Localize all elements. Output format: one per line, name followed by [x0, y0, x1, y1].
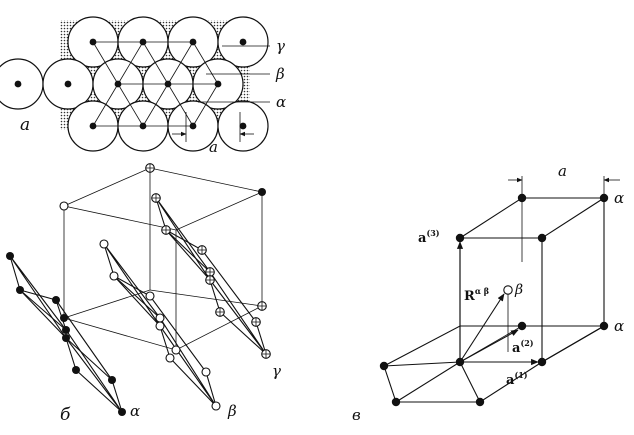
base-plane-edge — [459, 361, 543, 403]
vector-R-arrow — [459, 293, 505, 363]
gamma-site — [251, 317, 261, 327]
net-edge — [167, 41, 194, 85]
alpha-site — [89, 122, 97, 130]
panel-c-beta-label: β — [514, 282, 523, 298]
beta-rhombus-stack — [99, 239, 221, 411]
panel-a-alpha-label: α — [276, 93, 286, 111]
alpha-site — [239, 122, 247, 130]
cell-vertex — [60, 314, 68, 322]
panel-b-beta-label: β — [227, 402, 237, 420]
alpha-site — [189, 122, 197, 130]
panel-b-alpha-label: α — [130, 402, 140, 420]
lattice-node — [391, 397, 401, 407]
cell-vertex — [258, 188, 266, 196]
alpha-site — [139, 122, 147, 130]
gamma-site — [151, 193, 161, 203]
packed-sphere — [0, 58, 44, 110]
alpha-rhombus-stack — [6, 252, 126, 416]
panel-b-gamma-label: γ — [272, 362, 281, 380]
gamma-site — [205, 267, 215, 277]
lattice-node — [455, 357, 465, 367]
panel-a-gamma-label: γ — [276, 37, 285, 55]
cell-vertex — [59, 201, 69, 211]
base-plane-edge — [395, 361, 461, 403]
net-edge — [117, 83, 144, 127]
beta-site-node — [503, 285, 513, 295]
net-edge — [192, 41, 219, 85]
gamma-site — [205, 275, 215, 285]
alpha-site — [89, 38, 97, 46]
panel-b-label: б — [60, 405, 71, 425]
triangular-net — [92, 41, 219, 127]
panel-a-beta-label: β — [275, 65, 285, 83]
vector-a3-label: a(3) — [418, 228, 440, 246]
panel-c-label: в — [352, 406, 361, 424]
lattice-node — [455, 233, 465, 243]
alpha-site — [214, 80, 222, 88]
alpha-site — [189, 38, 197, 46]
lattice-node — [475, 397, 485, 407]
net-edge — [142, 41, 169, 85]
lattice-node — [517, 193, 527, 203]
gamma-site — [145, 163, 155, 173]
base-plane-edge — [383, 365, 480, 403]
gamma-site — [257, 301, 267, 311]
vector-R-label: Rα β — [464, 286, 489, 304]
vector-a2-arrow — [459, 329, 519, 363]
lattice-node — [599, 321, 609, 331]
alpha-site — [64, 80, 72, 88]
panel-c-alpha-mid-label: α — [614, 317, 624, 335]
net-edge — [92, 83, 119, 127]
panel-a-lattice-constant: a — [209, 138, 218, 156]
panel-c-alpha-top-label: α — [614, 189, 624, 207]
alpha-site — [114, 80, 122, 88]
panel-c-basis-vectors: a α α β a(3) a(2) a(1) Rα β в — [352, 162, 624, 424]
net-edge — [192, 83, 219, 127]
panel-a-label: а — [20, 115, 30, 135]
lattice-node — [537, 357, 547, 367]
net-edge — [92, 41, 119, 85]
lattice-node — [379, 361, 389, 371]
lattice-node — [517, 321, 527, 331]
cell-top-face — [458, 197, 606, 239]
gamma-rhombus-stack — [145, 163, 271, 359]
base-plane-edge — [383, 325, 522, 367]
cell-vertex — [171, 345, 181, 355]
vector-a2-label: a(2) — [512, 338, 534, 356]
panel-b-hexagonal-cell: α β γ б — [6, 163, 281, 425]
alpha-site — [14, 80, 22, 88]
base-plane-edge — [541, 325, 605, 363]
vector-a1-label: a(1) — [506, 370, 528, 388]
gamma-site — [161, 225, 171, 235]
alpha-site — [239, 38, 247, 46]
alpha-site — [139, 38, 147, 46]
panel-c-lattice-constant: a — [558, 162, 567, 180]
panel-a-close-packed-layer: γ β α a а — [0, 16, 286, 156]
base-plane-edge — [383, 361, 461, 367]
gamma-site — [197, 245, 207, 255]
cell-bottom-edge — [522, 325, 607, 363]
alpha-sites — [14, 38, 247, 130]
net-edge — [142, 83, 169, 127]
lattice-node — [537, 233, 547, 243]
gamma-site — [215, 307, 225, 317]
alpha-site — [164, 80, 172, 88]
gamma-site — [261, 349, 271, 359]
lattice-node — [599, 193, 609, 203]
net-edge — [167, 83, 194, 127]
net-edge — [117, 41, 144, 85]
